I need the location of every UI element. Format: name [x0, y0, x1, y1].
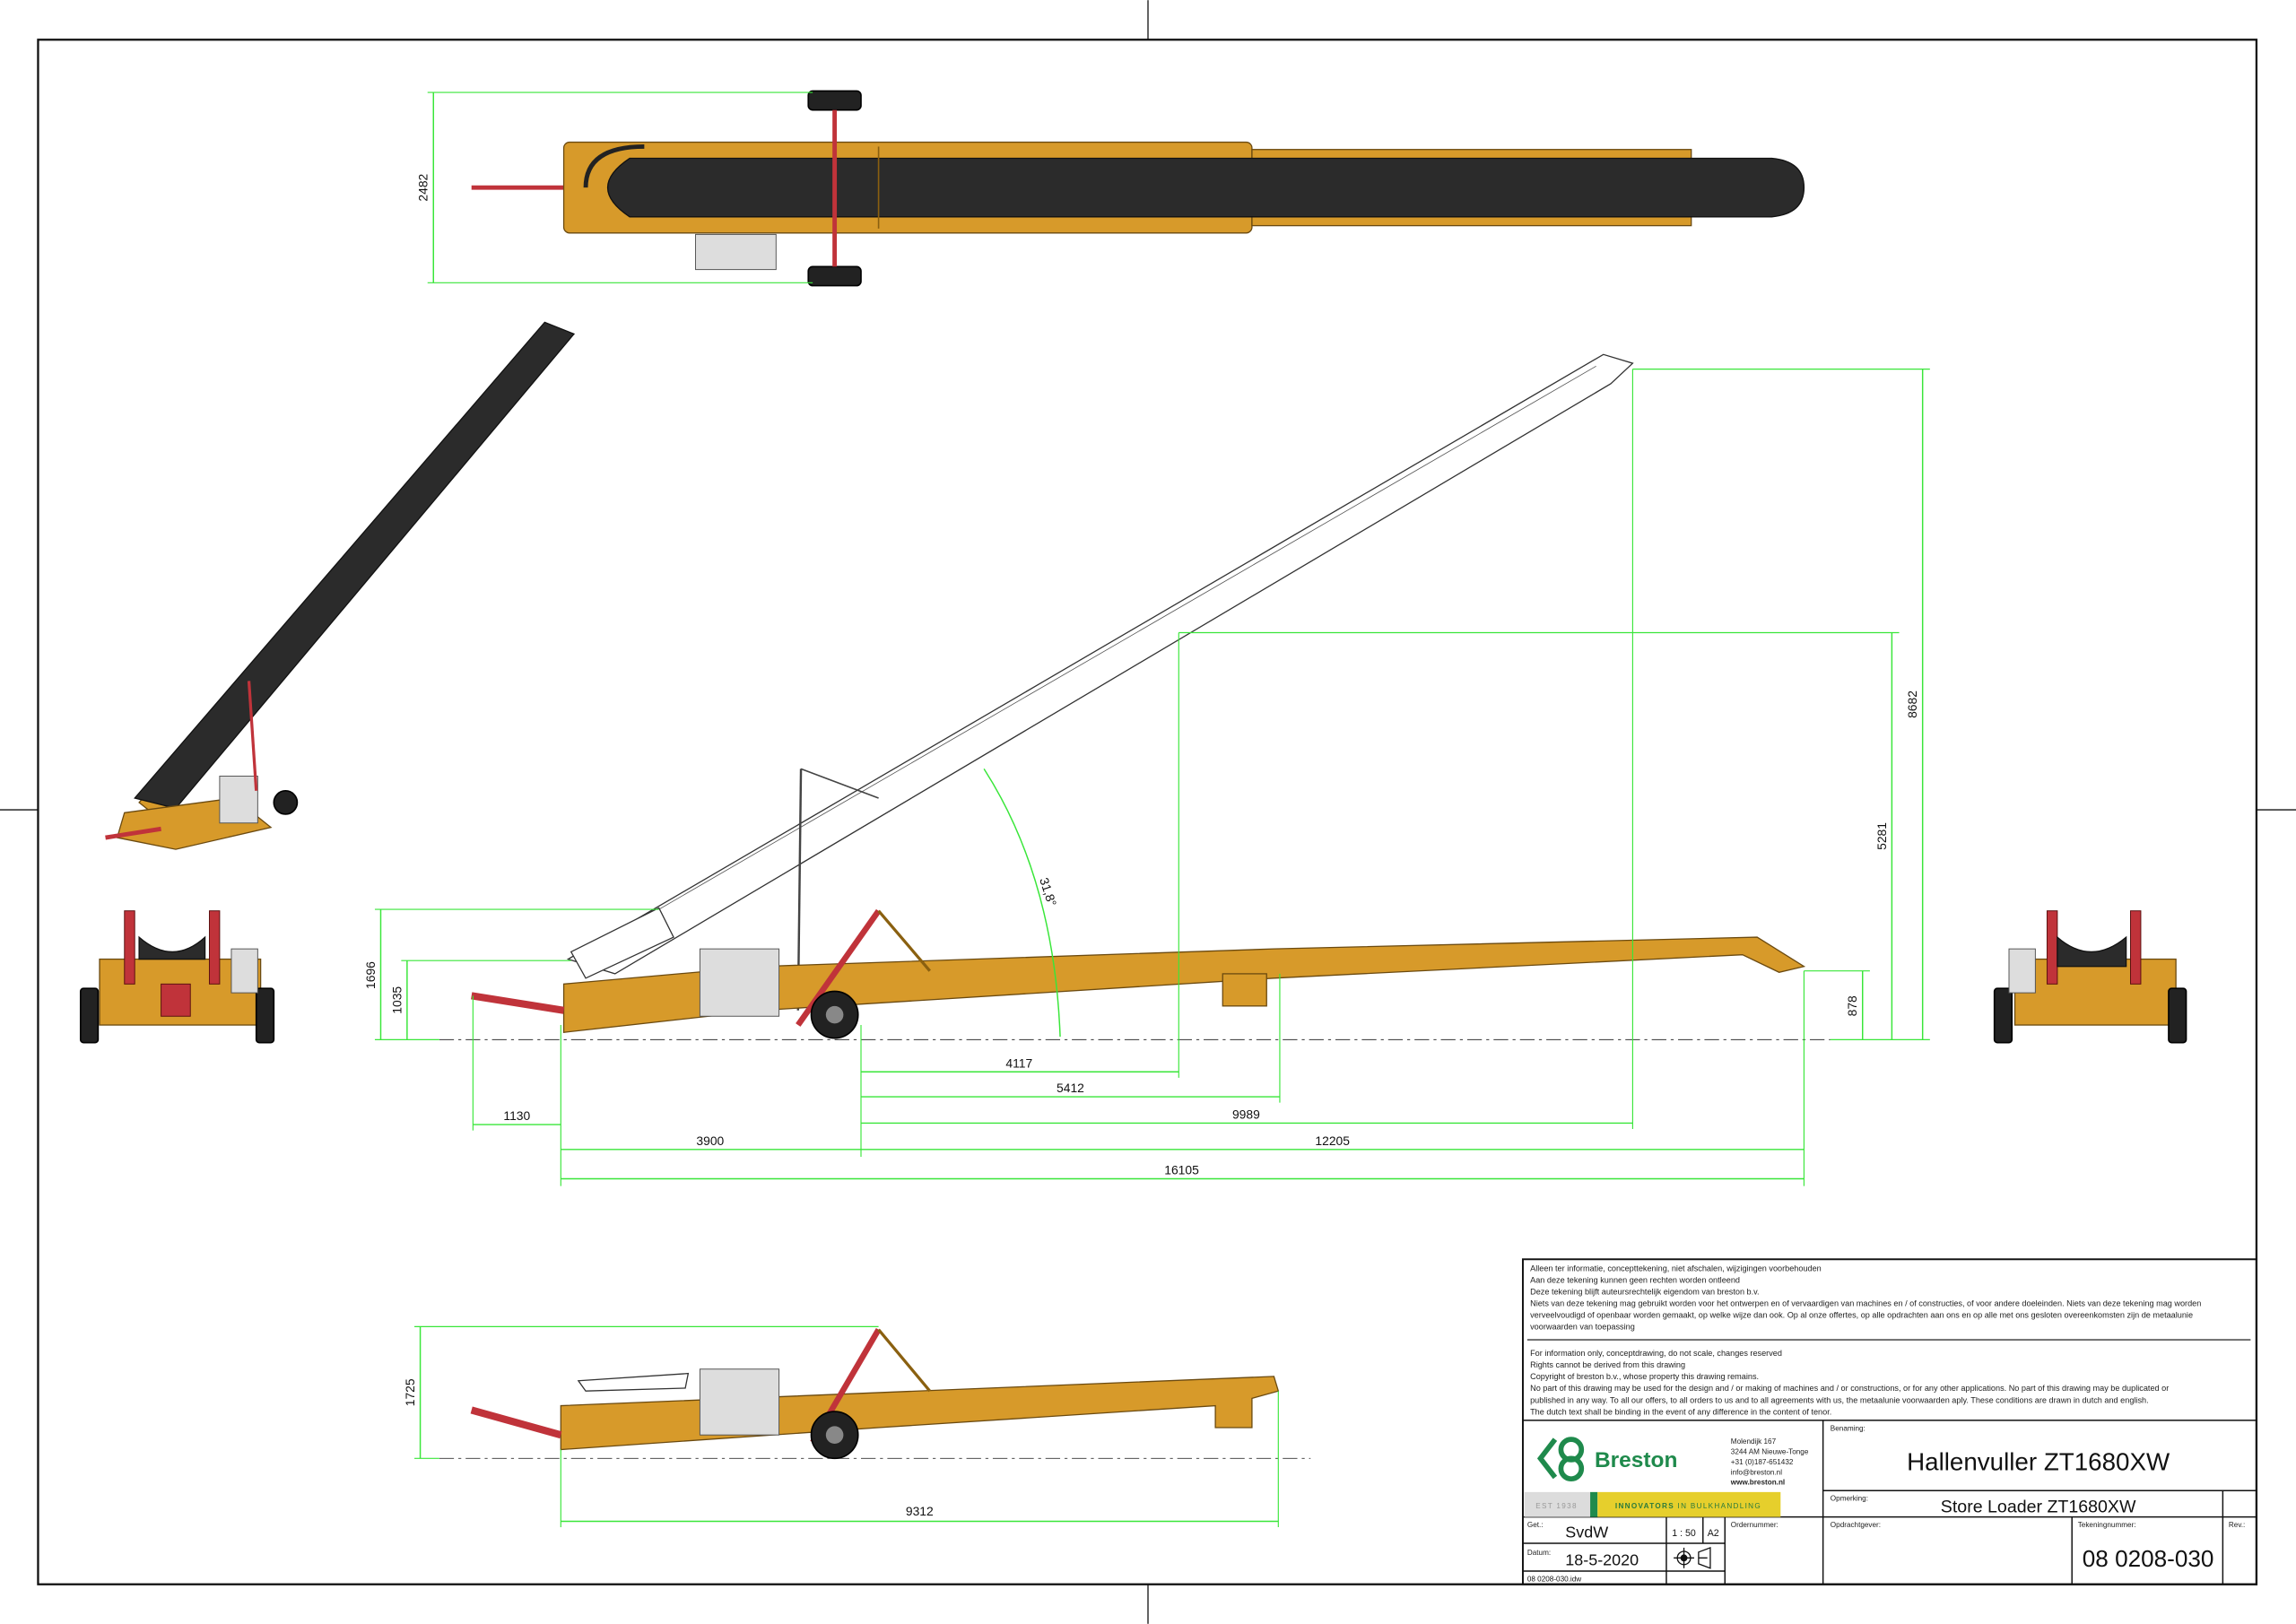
breston-logo-icon: [1536, 1437, 1585, 1482]
note-line: Aan deze tekening kunnen geen rechten wo…: [1530, 1275, 1740, 1284]
front-view: [79, 910, 275, 1044]
paper-format: A2: [1708, 1528, 1719, 1539]
note-line: Deze tekening blijft auteursrechtelijk e…: [1530, 1287, 1759, 1296]
note-line: Copyright of breston b.v., whose propert…: [1530, 1372, 1759, 1381]
dim-label: 5412: [1057, 1081, 1084, 1095]
dim-label: 1130: [503, 1108, 530, 1123]
note-line: published in any way. To all our offers,…: [1530, 1395, 2149, 1404]
projection-symbol-icon: [1674, 1546, 1711, 1569]
drawing-subtitle: Store Loader ZT1680XW: [1941, 1498, 2136, 1517]
get-label: Get.:: [1527, 1521, 1544, 1529]
rear-view: [1993, 910, 2187, 1044]
dim-label: 8682: [1905, 690, 1919, 718]
dim-label: 9989: [1232, 1107, 1260, 1122]
disclaimer-nl: Alleen ter informatie, concepttekening, …: [1530, 1264, 2201, 1331]
address-line: 3244 AM Nieuwe-Tonge: [1731, 1447, 1809, 1455]
address-line: Molendijk 167: [1731, 1437, 1777, 1446]
note-line: Rights cannot be derived from this drawi…: [1530, 1360, 1685, 1369]
disclaimer-en: For information only, conceptdrawing, do…: [1530, 1349, 2169, 1416]
date: 18-5-2020: [1565, 1550, 1639, 1568]
filename: 08 0208-030.idw: [1527, 1575, 1581, 1583]
dim-label: 1725: [403, 1378, 417, 1406]
dim-label: 1035: [389, 986, 404, 1014]
title-block: Alleen ter informatie, concepttekening, …: [1521, 1258, 2257, 1585]
datum-label: Datum:: [1527, 1549, 1551, 1557]
note-line: voorwaarden van toepassing: [1530, 1323, 1635, 1332]
address-line: +31 (0)187-651432: [1731, 1458, 1794, 1466]
dim-label: 9312: [906, 1504, 934, 1518]
note-line: Alleen ter informatie, concepttekening, …: [1530, 1264, 1822, 1272]
dim-label: 2482: [416, 173, 430, 201]
tekeningnummer-label: Tekeningnummer:: [2078, 1521, 2136, 1529]
tagline-rest: IN BULKHANDLING: [1674, 1502, 1761, 1510]
dim-label: 16105: [1164, 1163, 1199, 1177]
dim-top-width: 2482: [416, 91, 813, 283]
opdrachtgever-label: Opdrachtgever:: [1831, 1521, 1881, 1529]
dim-label: 1696: [363, 961, 378, 989]
dim-label: 5281: [1874, 822, 1889, 850]
opmerking-label: Opmerking:: [1831, 1495, 1868, 1503]
drawing-title: Hallenvuller ZT1680XW: [1907, 1447, 2170, 1475]
note-line: For information only, conceptdrawing, do…: [1530, 1349, 1782, 1358]
rev-label: Rev.:: [2229, 1521, 2245, 1529]
sheet-border: [37, 39, 2258, 1585]
note-line: The dutch text shall be binding in the e…: [1530, 1407, 1831, 1416]
tagline: INNOVATORS IN BULKHANDLING: [1615, 1502, 1761, 1510]
drawing-number: 08 0208-030: [2083, 1545, 2214, 1572]
transport-view: [439, 1327, 1311, 1460]
est-label: EST 1938: [1535, 1502, 1578, 1510]
dim-label: 3900: [696, 1133, 724, 1148]
note-line: Niets van deze tekening mag gebruikt wor…: [1530, 1299, 2201, 1308]
note-line: No part of this drawing may be used for …: [1530, 1384, 2169, 1393]
note-line: verveelvoudigd of openbaar worden gemaak…: [1530, 1311, 2193, 1320]
ordernummer-label: Ordernummer:: [1731, 1521, 1779, 1529]
company-name: Breston: [1595, 1448, 1677, 1472]
breston-logo: Breston Molendijk 167 3244 AM Nieuwe-Ton…: [1524, 1437, 1809, 1517]
address-line: info@breston.nl: [1731, 1468, 1782, 1476]
drawn-by: SvdW: [1565, 1523, 1608, 1541]
angle-label: 31,8°: [1037, 876, 1059, 908]
tagline-bold: INNOVATORS: [1615, 1502, 1674, 1510]
perspective-view: [105, 321, 576, 850]
dim-label: 4117: [1005, 1055, 1032, 1070]
transport-dimensions: 1725 9312: [403, 1325, 1279, 1528]
side-dimensions: 1696 1035 4117 5412 1130 9989 3900 12205…: [363, 369, 1930, 1186]
dim-label: 12205: [1315, 1133, 1350, 1148]
dim-label: 878: [1845, 995, 1859, 1016]
top-view: [471, 90, 1805, 287]
scale: 1 : 50: [1672, 1528, 1696, 1539]
benaming-label: Benaming:: [1831, 1424, 1866, 1432]
website: www.breston.nl: [1730, 1479, 1785, 1487]
side-view: [439, 353, 1831, 1040]
